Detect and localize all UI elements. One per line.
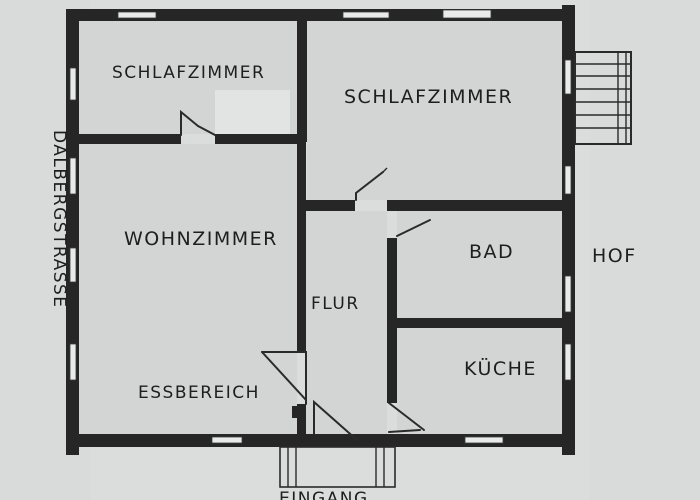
- room-label-bad: BAD: [469, 241, 514, 263]
- window-left-1: [69, 67, 77, 101]
- room-label-essbereich: ESSBEREICH: [138, 383, 260, 403]
- outer-walls: [66, 5, 575, 455]
- window-left-4: [69, 343, 77, 381]
- window-bottom-2: [464, 436, 504, 444]
- window-right-3: [564, 275, 572, 313]
- window-bottom-1: [211, 436, 243, 444]
- outside-label-entrance: EINGANG: [279, 489, 369, 500]
- entrance-steps: [279, 446, 396, 488]
- outside-label-hof: HOF: [592, 245, 637, 267]
- room-fills: [79, 21, 562, 434]
- window-right-2: [564, 165, 572, 195]
- room-label-wohnzimmer: WOHNZIMMER: [124, 228, 278, 250]
- window-right-1: [564, 59, 572, 95]
- window-top-3: [442, 9, 492, 19]
- outside-label-street: DALBERGSTRASSE: [49, 130, 69, 309]
- windows: [69, 9, 572, 444]
- room-label-schlafzimmer-1: SCHLAFZIMMER: [112, 63, 265, 83]
- room-label-kueche: KÜCHE: [464, 357, 537, 380]
- doors: [180, 109, 431, 441]
- window-top-2: [342, 11, 390, 19]
- window-left-3: [69, 247, 77, 283]
- window-top-1: [117, 11, 157, 19]
- balcony-steps: [574, 51, 632, 145]
- room-label-flur: FLUR: [311, 294, 360, 314]
- room-label-schlafzimmer-2: SCHLAFZIMMER: [344, 86, 513, 108]
- window-right-4: [564, 343, 572, 381]
- window-left-2: [69, 157, 77, 195]
